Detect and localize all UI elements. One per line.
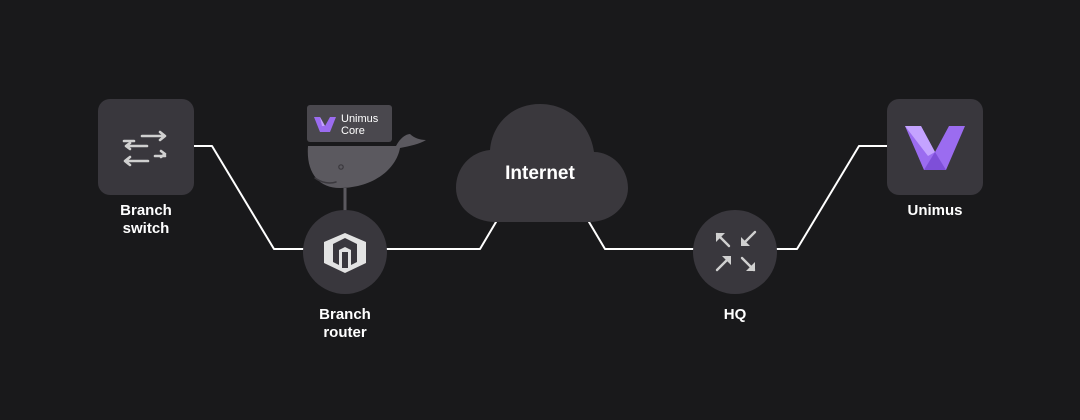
link-hq-unimus bbox=[776, 145, 888, 250]
internet-cloud bbox=[456, 104, 628, 222]
hq-label: HQ bbox=[723, 306, 747, 323]
link-internet-hq bbox=[588, 221, 695, 250]
unimus-core-badge-text: Unimus Core bbox=[341, 113, 379, 137]
internet-label: Internet bbox=[505, 163, 575, 184]
link-switch-router bbox=[193, 145, 305, 250]
mikrotik-logo-icon bbox=[324, 233, 366, 273]
unimus-core-logo-icon bbox=[314, 117, 336, 132]
hq-node[interactable] bbox=[693, 210, 777, 294]
docker-whale-icon bbox=[307, 134, 426, 188]
router-arrows-icon bbox=[715, 230, 757, 272]
unimus-label: Unimus bbox=[907, 202, 963, 219]
unimus-logo-icon bbox=[905, 126, 965, 170]
link-router-internet bbox=[385, 221, 497, 250]
branch-switch-label: Branch switch bbox=[120, 202, 172, 237]
unimus-core-badge bbox=[307, 105, 392, 142]
branch-router-label: Branch router bbox=[319, 306, 371, 341]
unimus-node[interactable] bbox=[887, 99, 983, 195]
switch-arrows-icon bbox=[122, 130, 167, 167]
